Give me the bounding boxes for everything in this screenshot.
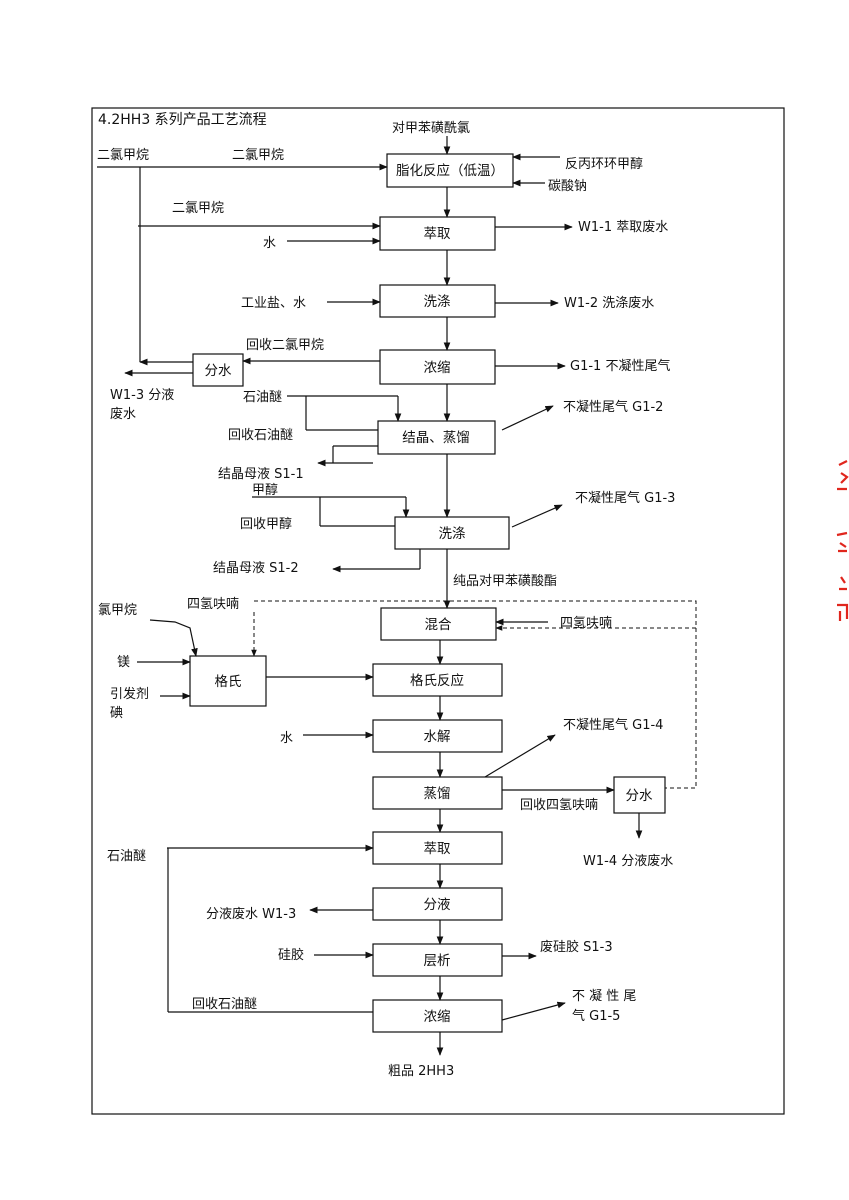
arrow-wash-to-g1-3 <box>511 504 563 528</box>
process-box-separate-water-1: 分水 <box>192 353 244 387</box>
svg-text:萃取: 萃取 <box>424 226 451 242</box>
svg-text:格氏反应: 格氏反应 <box>410 672 464 689</box>
label-methanol: 甲醇 <box>252 482 278 498</box>
label-w1-3-line2: 废水 <box>110 406 136 422</box>
label-chloromethane: 氯甲烷 <box>98 603 137 618</box>
label-w1-4: W1-4 分液废水 <box>583 853 673 869</box>
svg-text:格氏: 格氏 <box>215 674 242 690</box>
process-box-extract-2: 萃取 <box>372 831 503 865</box>
label-water-2: 水 <box>280 731 293 746</box>
label-dcm-top: 二氯甲烷 <box>232 148 284 163</box>
process-box-esterify: 脂化反应（低温） <box>386 153 514 188</box>
svg-text:浓缩: 浓缩 <box>424 360 451 376</box>
svg-text:分水: 分水 <box>205 363 232 379</box>
arrow-distill-to-g1-4 <box>484 734 556 778</box>
label-recover-methanol: 回收甲醇 <box>240 516 292 532</box>
label-magnesium: 镁 <box>117 655 130 670</box>
svg-text:结晶、蒸馏: 结晶、蒸馏 <box>402 430 470 446</box>
svg-text:蒸馏: 蒸馏 <box>424 786 451 802</box>
label-recover-thf: 回收四氢呋喃 <box>520 798 598 813</box>
svg-text:萃取: 萃取 <box>424 841 451 857</box>
label-s1-3: 废硅胶 S1-3 <box>540 939 613 955</box>
arrow-crystallize-to-g1-2 <box>501 405 554 431</box>
process-box-distill: 蒸馏 <box>372 776 503 810</box>
process-box-mix: 混合 <box>380 607 497 641</box>
process-box-extract-1: 萃取 <box>379 216 496 251</box>
process-box-chromatography: 层析 <box>372 943 503 977</box>
svg-text:水解: 水解 <box>424 729 451 745</box>
line-thf-recycle <box>254 600 697 789</box>
svg-text:洗涤: 洗涤 <box>439 526 466 542</box>
svg-text:浓缩: 浓缩 <box>424 1009 451 1025</box>
label-initiator: 引发剂 <box>110 686 149 702</box>
label-recover-dcm: 回收二氯甲烷 <box>246 338 324 353</box>
process-box-grignard-prep: 格氏 <box>189 655 267 707</box>
process-box-concentrate-2: 浓缩 <box>372 999 503 1033</box>
svg-text:分水: 分水 <box>626 788 654 804</box>
label-water-1: 水 <box>263 236 276 251</box>
label-recover-pe-2: 回收石油醚 <box>192 997 257 1012</box>
svg-text:分液: 分液 <box>424 897 451 913</box>
label-g1-2: 不凝性尾气 G1-2 <box>563 399 663 415</box>
label-cyclopropyl-methanol: 反丙环环甲醇 <box>565 156 643 172</box>
label-salt-water: 工业盐、水 <box>241 296 306 311</box>
label-w1-3-line1: W1-3 分液 <box>110 388 174 403</box>
process-box-concentrate-1: 浓缩 <box>379 349 496 385</box>
process-box-crystallize: 结晶、蒸馏 <box>377 420 496 455</box>
process-box-separate-water-2: 分水 <box>613 776 666 814</box>
svg-text:混合: 混合 <box>425 617 452 633</box>
red-stamp-fragment <box>836 460 849 621</box>
label-dcm-left: 二氯甲烷 <box>97 148 149 163</box>
label-sodium-carbonate: 碳酸钠 <box>548 179 587 194</box>
label-petroleum-ether-1: 石油醚 <box>243 390 282 405</box>
label-pure-ester: 纯品对甲苯磺酸酯 <box>453 574 557 589</box>
main-flow-arrows <box>436 136 451 1056</box>
label-g1-5-line2: 气 G1-5 <box>572 1008 620 1024</box>
arrow-chloromethane-to-grignard <box>149 619 198 657</box>
process-box-liquid-separation: 分液 <box>372 887 503 921</box>
process-box-hydrolysis: 水解 <box>372 719 503 753</box>
label-thf-right: 四氢呋喃 <box>560 616 612 631</box>
label-g1-5-line1: 不 凝 性 尾 <box>572 988 636 1004</box>
label-dcm-extract: 二氯甲烷 <box>172 201 224 216</box>
svg-text:脂化反应（低温）: 脂化反应（低温） <box>396 162 504 179</box>
arrow-concentrate-to-g1-5 <box>501 1001 566 1021</box>
svg-text:洗涤: 洗涤 <box>424 294 451 310</box>
process-box-wash-2: 洗涤 <box>394 516 510 550</box>
label-g1-1: G1-1 不凝性尾气 <box>570 358 670 374</box>
process-box-wash-1: 洗涤 <box>379 284 496 318</box>
label-crude-product: 粗品 2HH3 <box>388 1064 454 1079</box>
label-petroleum-ether-2: 石油醚 <box>107 849 146 864</box>
label-w1-1: W1-1 萃取废水 <box>578 219 668 235</box>
label-tosyl-chloride: 对甲苯磺酰氯 <box>392 121 470 136</box>
label-s1-1: 结晶母液 S1-1 <box>218 467 304 482</box>
label-g1-4: 不凝性尾气 G1-4 <box>563 717 663 733</box>
process-box-grignard-reaction: 格氏反应 <box>372 663 503 697</box>
svg-text:层析: 层析 <box>424 953 451 969</box>
diagram-frame <box>91 107 785 1115</box>
label-recover-pe-1: 回收石油醚 <box>228 428 293 443</box>
label-s1-2: 结晶母液 S1-2 <box>213 561 299 576</box>
label-silica: 硅胶 <box>278 947 304 963</box>
label-thf-left: 四氢呋喃 <box>187 597 239 612</box>
diagram-title: 4.2HH3 系列产品工艺流程 <box>98 112 267 128</box>
label-g1-3: 不凝性尾气 G1-3 <box>575 490 675 506</box>
label-w1-2: W1-2 洗涤废水 <box>564 295 654 311</box>
label-w1-3b: 分液废水 W1-3 <box>206 906 296 922</box>
label-iodine: 碘 <box>110 706 123 721</box>
